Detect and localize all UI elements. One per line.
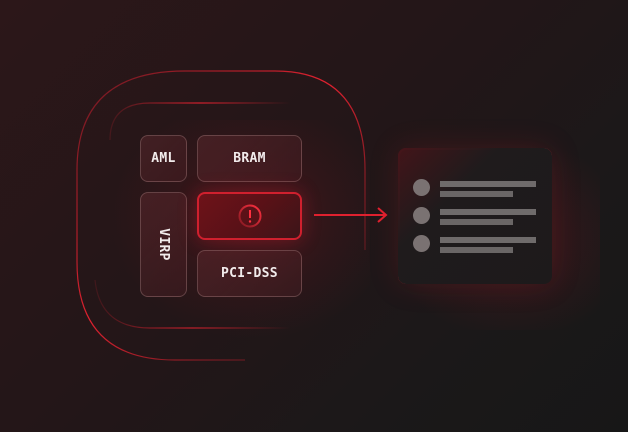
bullet-dot-icon — [413, 235, 430, 252]
placeholder-line-long — [440, 209, 536, 215]
placeholder-line-short — [440, 219, 513, 225]
tile-pci-dss-label: PCI-DSS — [221, 266, 278, 281]
bullet-dot-icon — [413, 179, 430, 196]
outer-frame — [76, 70, 366, 361]
report-item — [398, 235, 552, 255]
tile-pci-dss: PCI-DSS — [197, 250, 302, 297]
arrow-right-icon — [314, 207, 388, 223]
inner-frame-top — [109, 102, 290, 141]
placeholder-line-long — [440, 237, 536, 243]
tile-virp-label: VIRP — [155, 228, 171, 261]
report-item — [398, 207, 552, 227]
tile-aml: AML — [140, 135, 187, 182]
placeholder-line-long — [440, 181, 536, 187]
tile-aml-label: AML — [151, 151, 176, 166]
placeholder-line-short — [440, 247, 513, 253]
report-item — [398, 179, 552, 199]
tile-alert — [197, 192, 302, 240]
bullet-dot-icon — [413, 207, 430, 224]
report-card — [398, 148, 552, 284]
placeholder-line-short — [440, 191, 513, 197]
tile-bram-label: BRAM — [233, 151, 266, 166]
tile-virp: VIRP — [140, 192, 187, 297]
tile-bram: BRAM — [197, 135, 302, 182]
inner-frame-bottom — [94, 279, 290, 329]
alert-circle-icon — [238, 204, 261, 228]
